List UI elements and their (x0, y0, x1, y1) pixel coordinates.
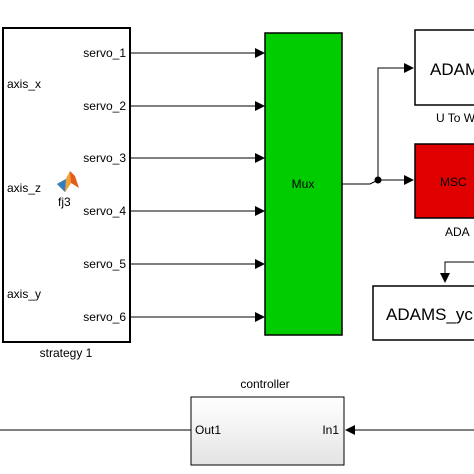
input-port-axis-x: axis_x (7, 77, 41, 91)
msc-label: MSC (440, 175, 467, 189)
strategy-block[interactable]: axis_x axis_z axis_y servo_1 servo_2 ser… (2, 27, 131, 343)
output-port-servo-5: servo_5 (83, 257, 126, 271)
controller-block[interactable]: Out1 In1 (190, 396, 345, 466)
controller-title: controller (240, 377, 289, 391)
signal-line-to-adams[interactable] (377, 63, 414, 180)
servo-signal-lines (130, 48, 265, 322)
output-port-servo-1: servo_1 (83, 46, 126, 60)
output-port-servo-4: servo_4 (83, 204, 126, 218)
mux-output-lines (342, 63, 414, 185)
controller-in-port: In1 (322, 423, 339, 437)
controller-out-port: Out1 (195, 423, 221, 437)
output-port-servo-6: servo_6 (83, 310, 126, 324)
adams-top-caption: U To W (436, 111, 474, 125)
adams-top-label: ADAMS (430, 60, 474, 79)
msc-block[interactable]: MSC (414, 143, 474, 219)
output-port-servo-2: servo_2 (83, 99, 126, 113)
matlab-icon (57, 171, 79, 192)
input-port-axis-z: axis_z (7, 181, 41, 195)
function-label: fj3 (58, 195, 71, 209)
adams-yc-block[interactable]: ADAMS_yc (372, 285, 474, 341)
mux-label: Mux (292, 177, 315, 191)
adams-yc-label: ADAMS_yc (386, 305, 473, 324)
mux-block[interactable]: Mux (264, 32, 343, 336)
strategy-block-name: strategy 1 (40, 346, 93, 360)
msc-caption: ADA (445, 225, 470, 239)
adams-to-workspace-block[interactable]: ADAMS (414, 29, 474, 106)
adams-yc-input-line (440, 261, 474, 283)
input-port-axis-y: axis_y (7, 287, 41, 301)
branch-point (374, 176, 382, 184)
output-port-servo-3: servo_3 (83, 151, 126, 165)
